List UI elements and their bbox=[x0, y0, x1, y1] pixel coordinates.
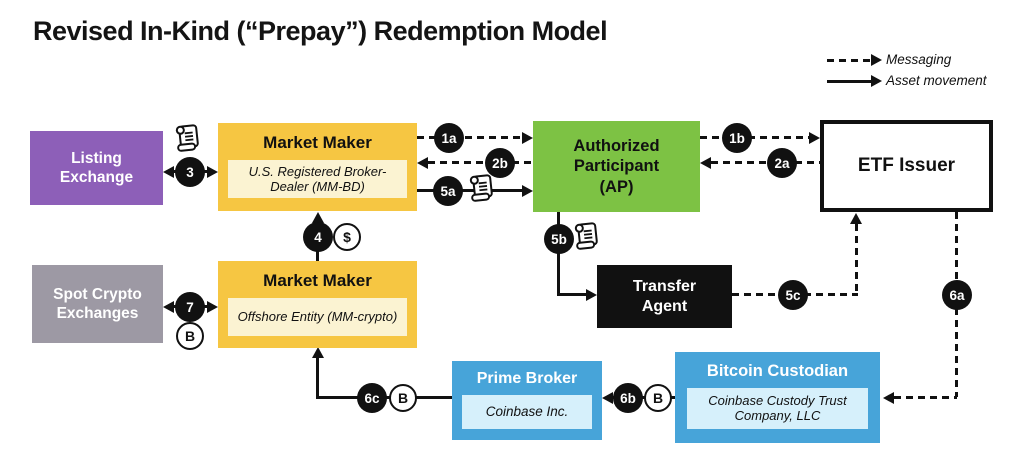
legend-asset-movement-label: Asset movement bbox=[886, 73, 987, 88]
badge-step-7: 7 bbox=[175, 292, 205, 322]
scroll-icon bbox=[467, 172, 498, 211]
arrow-1b-line bbox=[700, 136, 809, 139]
node-market-maker-bd: Market Maker U.S. Registered Broker-Deal… bbox=[218, 123, 417, 211]
node-transfer-agent: Transfer Agent bbox=[597, 265, 732, 328]
arrow-5b-hline bbox=[557, 293, 586, 296]
legend-solid-arrowhead bbox=[871, 75, 882, 87]
node-etf-issuer-title: ETF Issuer bbox=[857, 155, 956, 177]
node-market-maker-bd-subtitle: U.S. Registered Broker-Dealer (MM-BD) bbox=[228, 160, 407, 199]
badge-step-5a: 5a bbox=[433, 176, 463, 206]
node-spot-crypto-exchanges: Spot Crypto Exchanges bbox=[32, 265, 163, 343]
badge-step-4: 4 bbox=[303, 222, 333, 252]
node-bitcoin-custodian-subtitle: Coinbase Custody Trust Company, LLC bbox=[687, 387, 868, 429]
node-bitcoin-custodian: Bitcoin Custodian Coinbase Custody Trust… bbox=[675, 352, 880, 443]
badge-step-5b: 5b bbox=[544, 224, 574, 254]
arrow-2b-head bbox=[417, 157, 428, 169]
legend-dashed-arrowhead bbox=[871, 54, 882, 66]
arrow-5a-head bbox=[522, 185, 533, 197]
scroll-icon bbox=[173, 122, 204, 161]
arrow-3-head-left bbox=[163, 166, 174, 178]
arrow-5a-line bbox=[417, 189, 522, 192]
node-prime-broker-subtitle: Coinbase Inc. bbox=[462, 395, 592, 429]
node-prime-broker-title: Prime Broker bbox=[476, 370, 578, 387]
node-listing-exchange: Listing Exchange bbox=[30, 131, 163, 205]
node-listing-exchange-title: Listing Exchange bbox=[59, 149, 134, 186]
node-prime-broker: Prime Broker Coinbase Inc. bbox=[452, 361, 602, 440]
node-authorized-participant: Authorized Participant (AP) bbox=[533, 121, 700, 212]
node-market-maker-bd-title: Market Maker bbox=[263, 133, 372, 152]
node-market-maker-crypto-subtitle: Offshore Entity (MM-crypto) bbox=[228, 298, 407, 337]
arrow-2b-line bbox=[428, 161, 533, 164]
badge-step-2b: 2b bbox=[485, 148, 515, 178]
badge-step-5c: 5c bbox=[778, 280, 808, 310]
badge-step-1a: 1a bbox=[434, 123, 464, 153]
bitcoin-icon: B bbox=[389, 384, 417, 412]
arrow-3-head-right bbox=[207, 166, 218, 178]
arrow-1a-head bbox=[522, 132, 533, 144]
arrow-2a-line bbox=[711, 161, 820, 164]
arrow-7-head-right bbox=[207, 301, 218, 313]
legend-messaging-label: Messaging bbox=[886, 52, 952, 67]
badge-step-6b: 6b bbox=[613, 383, 643, 413]
arrow-6c-vline bbox=[316, 358, 319, 399]
arrow-1a-line bbox=[417, 136, 522, 139]
badge-step-1b: 1b bbox=[722, 123, 752, 153]
arrow-5c-head bbox=[850, 213, 862, 224]
arrow-6a-head bbox=[883, 392, 894, 404]
badge-step-6c: 6c bbox=[357, 383, 387, 413]
node-etf-issuer: ETF Issuer bbox=[820, 120, 993, 212]
arrow-6a-hline bbox=[894, 396, 957, 399]
node-authorized-participant-title: Authorized Participant (AP) bbox=[573, 136, 660, 196]
badge-step-3: 3 bbox=[175, 157, 205, 187]
node-transfer-agent-title: Transfer Agent bbox=[632, 277, 697, 315]
arrow-6b-head bbox=[602, 392, 613, 404]
diagram-title: Revised In-Kind (“Prepay”) Redemption Mo… bbox=[33, 16, 608, 46]
arrow-5c-vline bbox=[855, 224, 858, 295]
arrow-6c-head bbox=[312, 347, 324, 358]
dollar-icon: $ bbox=[333, 223, 361, 251]
node-market-maker-crypto-title: Market Maker bbox=[263, 271, 372, 290]
legend-dashed-line bbox=[827, 59, 871, 62]
node-spot-crypto-exchanges-title: Spot Crypto Exchanges bbox=[53, 285, 142, 322]
badge-step-6a: 6a bbox=[942, 280, 972, 310]
arrow-7-head-left bbox=[163, 301, 174, 313]
scroll-icon bbox=[572, 220, 603, 259]
arrow-2a-head bbox=[700, 157, 711, 169]
node-bitcoin-custodian-title: Bitcoin Custodian bbox=[706, 362, 849, 380]
badge-step-2a: 2a bbox=[767, 148, 797, 178]
node-market-maker-crypto: Market Maker Offshore Entity (MM-crypto) bbox=[218, 261, 417, 348]
bitcoin-icon: B bbox=[176, 322, 204, 350]
bitcoin-icon: B bbox=[644, 384, 672, 412]
arrow-5b-head bbox=[586, 289, 597, 301]
arrow-1b-head bbox=[809, 132, 820, 144]
legend-solid-line bbox=[827, 80, 871, 83]
arrow-4-head bbox=[312, 212, 324, 223]
